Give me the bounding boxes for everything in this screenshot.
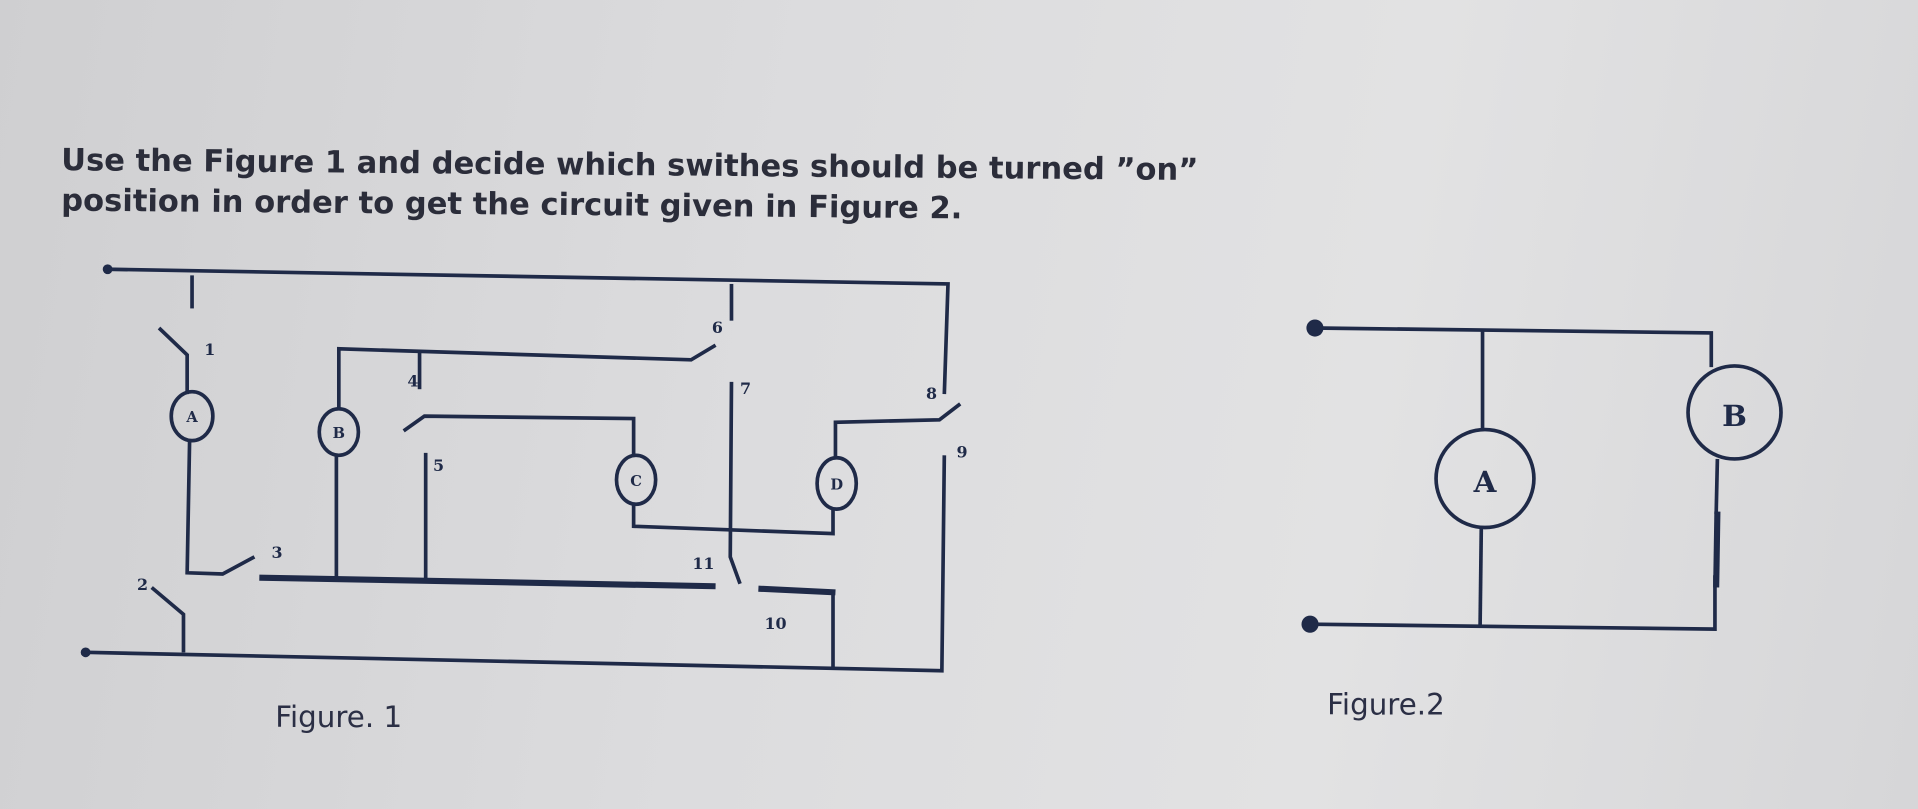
switch-8-label: 8 [926, 384, 937, 403]
switch-5-label: 5 [433, 456, 444, 475]
fig2-lamp-a [1434, 427, 1536, 530]
figure-2-caption: Figure.2 [1327, 688, 1445, 722]
switch-7-11[interactable] [728, 381, 742, 585]
switch-9-label: 9 [957, 443, 968, 462]
figure-1-caption: Figure. 1 [275, 700, 402, 734]
switch-11-label: 11 [692, 554, 714, 573]
switch-3[interactable] [185, 440, 256, 576]
switch-1-label: 1 [204, 340, 215, 359]
switch-7-label: 7 [740, 379, 751, 398]
bus-wire [259, 574, 716, 590]
switch-6[interactable] [336, 343, 717, 409]
switch-2[interactable] [150, 586, 186, 653]
question-line-2: position in order to get the circuit giv… [61, 184, 962, 227]
switch-6-label: 6 [712, 318, 723, 337]
fig2-lamp-b [1686, 364, 1783, 461]
fig2-lamp-a-label: A [1473, 464, 1498, 499]
switch-10-label: 10 [765, 614, 787, 633]
lamp-a [169, 389, 215, 443]
switch-3-label: 3 [272, 543, 283, 562]
switch-5[interactable] [402, 414, 636, 456]
switch-4-label: 4 [407, 372, 418, 391]
figure-1-circuit: 1 A 3 2 B 6 4 5 C D 8 7 11 [80, 264, 968, 673]
switch-8[interactable] [833, 402, 962, 458]
switch-1[interactable] [157, 326, 189, 395]
lamp-d-label: D [830, 477, 843, 494]
lamp-b-label: B [333, 425, 345, 442]
switch-10[interactable] [758, 585, 836, 596]
fig2-lamp-b-label: B [1722, 398, 1747, 433]
top-wire [107, 267, 950, 395]
figure-2-circuit: A B [1301, 319, 1783, 633]
lamp-c-label: C [630, 473, 642, 490]
switch-2-label: 2 [137, 575, 148, 594]
lamp-c [614, 453, 658, 507]
lamp-a-label: A [185, 409, 198, 426]
bottom-wire [85, 455, 947, 673]
question-line-1: Use the Figure 1 and decide which swithe… [61, 143, 1198, 188]
